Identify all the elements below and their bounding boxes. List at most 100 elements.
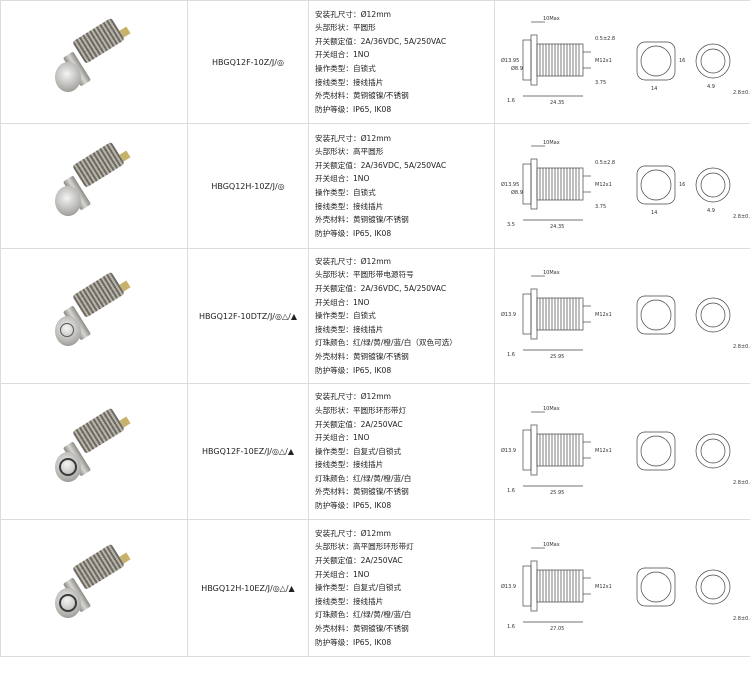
dim-width: 14: [651, 210, 657, 216]
spec-label: 防护等级：: [315, 104, 353, 114]
spec-label: 防护等级：: [315, 365, 353, 375]
dim-right: 0.5±2.8: [595, 36, 615, 42]
spec-value: 2A/36VDC, 5A/250VAC: [360, 284, 447, 294]
model-number: HBGQ12F-10EZ/J/◎△/▲: [187, 383, 309, 520]
spec-line: 开关额定值：2A/36VDC, 5A/250VAC: [315, 159, 494, 173]
model-number: HBGQ12H-10EZ/J/◎△/▲: [187, 519, 309, 657]
dim-length: 24.35: [550, 100, 564, 106]
dim-top: 10Max: [543, 16, 560, 22]
technical-drawing: 10Max Ø13.95 Ø8.9 M12x1 0.5±2.8 3.75 1.6…: [501, 16, 750, 106]
spec-label: 开关组合：: [315, 174, 353, 184]
product-image-cell: [0, 519, 188, 657]
model-number: HBGQ12F-10DTZ/J/◎△/▲: [187, 248, 309, 384]
spec-label: 操作类型：: [315, 446, 353, 456]
spec-label: 开关额定值：: [315, 556, 361, 566]
spec-label: 防护等级：: [315, 637, 353, 647]
spec-label: 头部形状：: [315, 270, 353, 280]
spec-label: 开关组合：: [315, 297, 353, 307]
spec-line: 头部形状：高平圆形: [315, 145, 494, 159]
technical-drawing: 10Max Ø13.95 Ø8.9 M12x1 0.5±2.8 3.75 3.5…: [501, 140, 750, 230]
dim-thread: M12x1: [595, 584, 612, 590]
spec-value: 红/绿/黄/橙/蓝/白: [352, 610, 412, 620]
dim-pinh: 2.8±0.5: [733, 344, 750, 350]
dim-pinh: 2.8±0.5: [733, 480, 750, 486]
spec-value: Ø12mm: [360, 528, 391, 538]
spec-line: 安装孔尺寸：Ø12mm: [315, 255, 494, 269]
spec-line: 接线类型：接线插片: [315, 200, 494, 214]
dim-d1: Ø13.95: [501, 57, 519, 64]
spec-line: 开关组合：1NO: [315, 431, 494, 445]
spec-label: 外壳材料：: [315, 487, 353, 497]
spec-label: 头部形状：: [315, 23, 353, 33]
spec-line: 开关额定值：2A/36VDC, 5A/250VAC: [315, 35, 494, 49]
spec-value: Ø12mm: [360, 256, 391, 266]
dim-left: 1.6: [507, 352, 515, 358]
spec-value: 接线插片: [352, 460, 384, 470]
technical-drawing: 10Max Ø13.9 M12x1 1.6 27.05 2.8±0.5: [501, 542, 750, 632]
dim-d1: Ø13.9: [501, 447, 516, 454]
dim-height: 16: [679, 58, 685, 64]
spec-value: 黄铜镀镍/不锈钢: [352, 623, 409, 633]
spec-value: Ø12mm: [360, 9, 391, 19]
spec-value: 黄铜镀镍/不锈钢: [352, 91, 409, 101]
product-image-cell: [0, 248, 188, 384]
spec-value: 2A/250VAC: [360, 419, 403, 429]
drawing-cell: 10Max Ø13.9 M12x1 1.6 25.95 2.8±0.5: [494, 248, 750, 384]
spec-value: 红/绿/黄/橙/蓝/白（双色可选）: [352, 338, 457, 348]
model-number: HBGQ12F-10Z/J/◎: [187, 0, 309, 124]
spec-label: 灯珠颜色：: [315, 473, 353, 483]
spec-value: 1NO: [352, 174, 370, 184]
spec-value: 自锁式: [352, 311, 376, 321]
spec-label: 操作类型：: [315, 583, 353, 593]
spec-label: 头部形状：: [315, 405, 353, 415]
spec-value: 平圆形带电源符号: [352, 270, 414, 280]
dim-d1: Ø13.9: [501, 311, 516, 318]
dim-thread: M12x1: [595, 58, 612, 64]
spec-label: 开关组合：: [315, 569, 353, 579]
spec-label: 安装孔尺寸：: [315, 133, 361, 143]
dim-left: 1.6: [507, 624, 515, 630]
spec-value: 自复式/自锁式: [352, 583, 402, 593]
spec-value: IP65, IK08: [352, 501, 392, 511]
spec-value: 1NO: [352, 433, 370, 443]
spec-line: 外壳材料：黄铜镀镍/不锈钢: [315, 213, 494, 227]
dim-length: 25.95: [550, 354, 564, 360]
spec-value: 1NO: [352, 297, 370, 307]
spec-value: 接线插片: [352, 596, 384, 606]
spec-value: 黄铜镀镍/不锈钢: [352, 351, 409, 361]
push-button-switch-image: [49, 17, 139, 102]
spec-line: 接线类型：接线插片: [315, 76, 494, 90]
spec-line: 开关组合：1NO: [315, 172, 494, 186]
spec-label: 安装孔尺寸：: [315, 9, 361, 19]
spec-line: 操作类型：自锁式: [315, 309, 494, 323]
drawing-cell: 10Max Ø13.9 M12x1 1.6 27.05 2.8±0.5: [494, 519, 750, 657]
product-image-cell: [0, 123, 188, 249]
spec-value: 1NO: [352, 569, 370, 579]
spec-line: 头部形状：平圆形环形带灯: [315, 404, 494, 418]
spec-label: 接线类型：: [315, 460, 353, 470]
spec-label: 操作类型：: [315, 64, 353, 73]
dim-width: 14: [651, 86, 657, 92]
dim-pinh: 2.8±0.5: [733, 616, 750, 622]
spec-line: 灯珠颜色：红/绿/黄/橙/蓝/白: [315, 472, 494, 486]
led-ring-icon: [59, 457, 77, 476]
spec-line: 头部形状：平圆形带电源符号: [315, 268, 494, 282]
spec-label: 开关组合：: [315, 433, 353, 443]
spec-value: 平圆形: [352, 23, 376, 33]
spec-value: IP65, IK08: [352, 104, 392, 114]
spec-line: 安装孔尺寸：Ø12mm: [315, 8, 494, 22]
led-ring-icon: [59, 594, 77, 612]
dim-length: 24.35: [550, 224, 564, 230]
spec-label: 外壳材料：: [315, 91, 353, 101]
drawing-cell: 10Max Ø13.95 Ø8.9 M12x1 0.5±2.8 3.75 1.6…: [494, 0, 750, 124]
spec-line: 开关额定值：2A/36VDC, 5A/250VAC: [315, 282, 494, 296]
spec-value: 接线插片: [352, 201, 384, 211]
spec-label: 接线类型：: [315, 201, 353, 211]
